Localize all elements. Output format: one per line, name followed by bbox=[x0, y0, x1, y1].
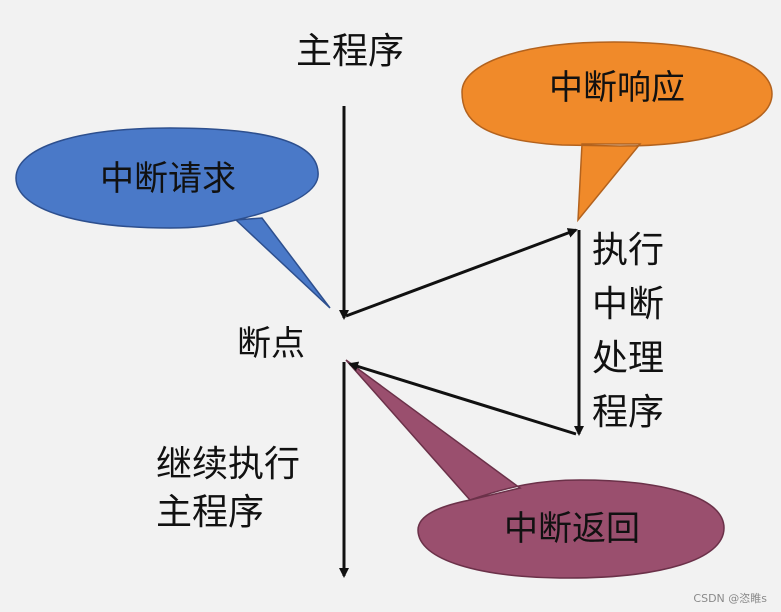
interrupt-request-callout: 中断请求 bbox=[15, 127, 331, 309]
interrupt-return-bubble bbox=[345, 359, 725, 579]
interrupt-return-callout: 中断返回 bbox=[345, 359, 725, 579]
isr-label-line3: 处理 bbox=[592, 338, 664, 379]
interrupt-return-label: 中断返回 bbox=[504, 509, 640, 549]
isr-label-line2: 中断 bbox=[592, 284, 664, 325]
isr-label-line4: 程序 bbox=[592, 392, 664, 433]
breakpoint-label: 断点 bbox=[237, 324, 305, 364]
interrupt-response-bubble bbox=[461, 41, 773, 223]
interrupt-request-bubble bbox=[15, 127, 331, 309]
watermark: CSDN @恣睢s bbox=[693, 592, 767, 605]
interrupt-response-callout: 中断响应 bbox=[461, 41, 773, 223]
continue-main-label-line1: 继续执行 bbox=[156, 444, 300, 485]
isr-label-line1: 执行 bbox=[592, 230, 664, 271]
main-program-label: 主程序 bbox=[296, 31, 404, 72]
interrupt-response-label: 中断响应 bbox=[549, 68, 685, 108]
continue-main-label-line2: 主程序 bbox=[156, 492, 264, 533]
jump-to-isr-arrow bbox=[345, 228, 578, 318]
return-to-main-arrow bbox=[348, 361, 577, 436]
interrupt-request-label: 中断请求 bbox=[100, 159, 236, 199]
